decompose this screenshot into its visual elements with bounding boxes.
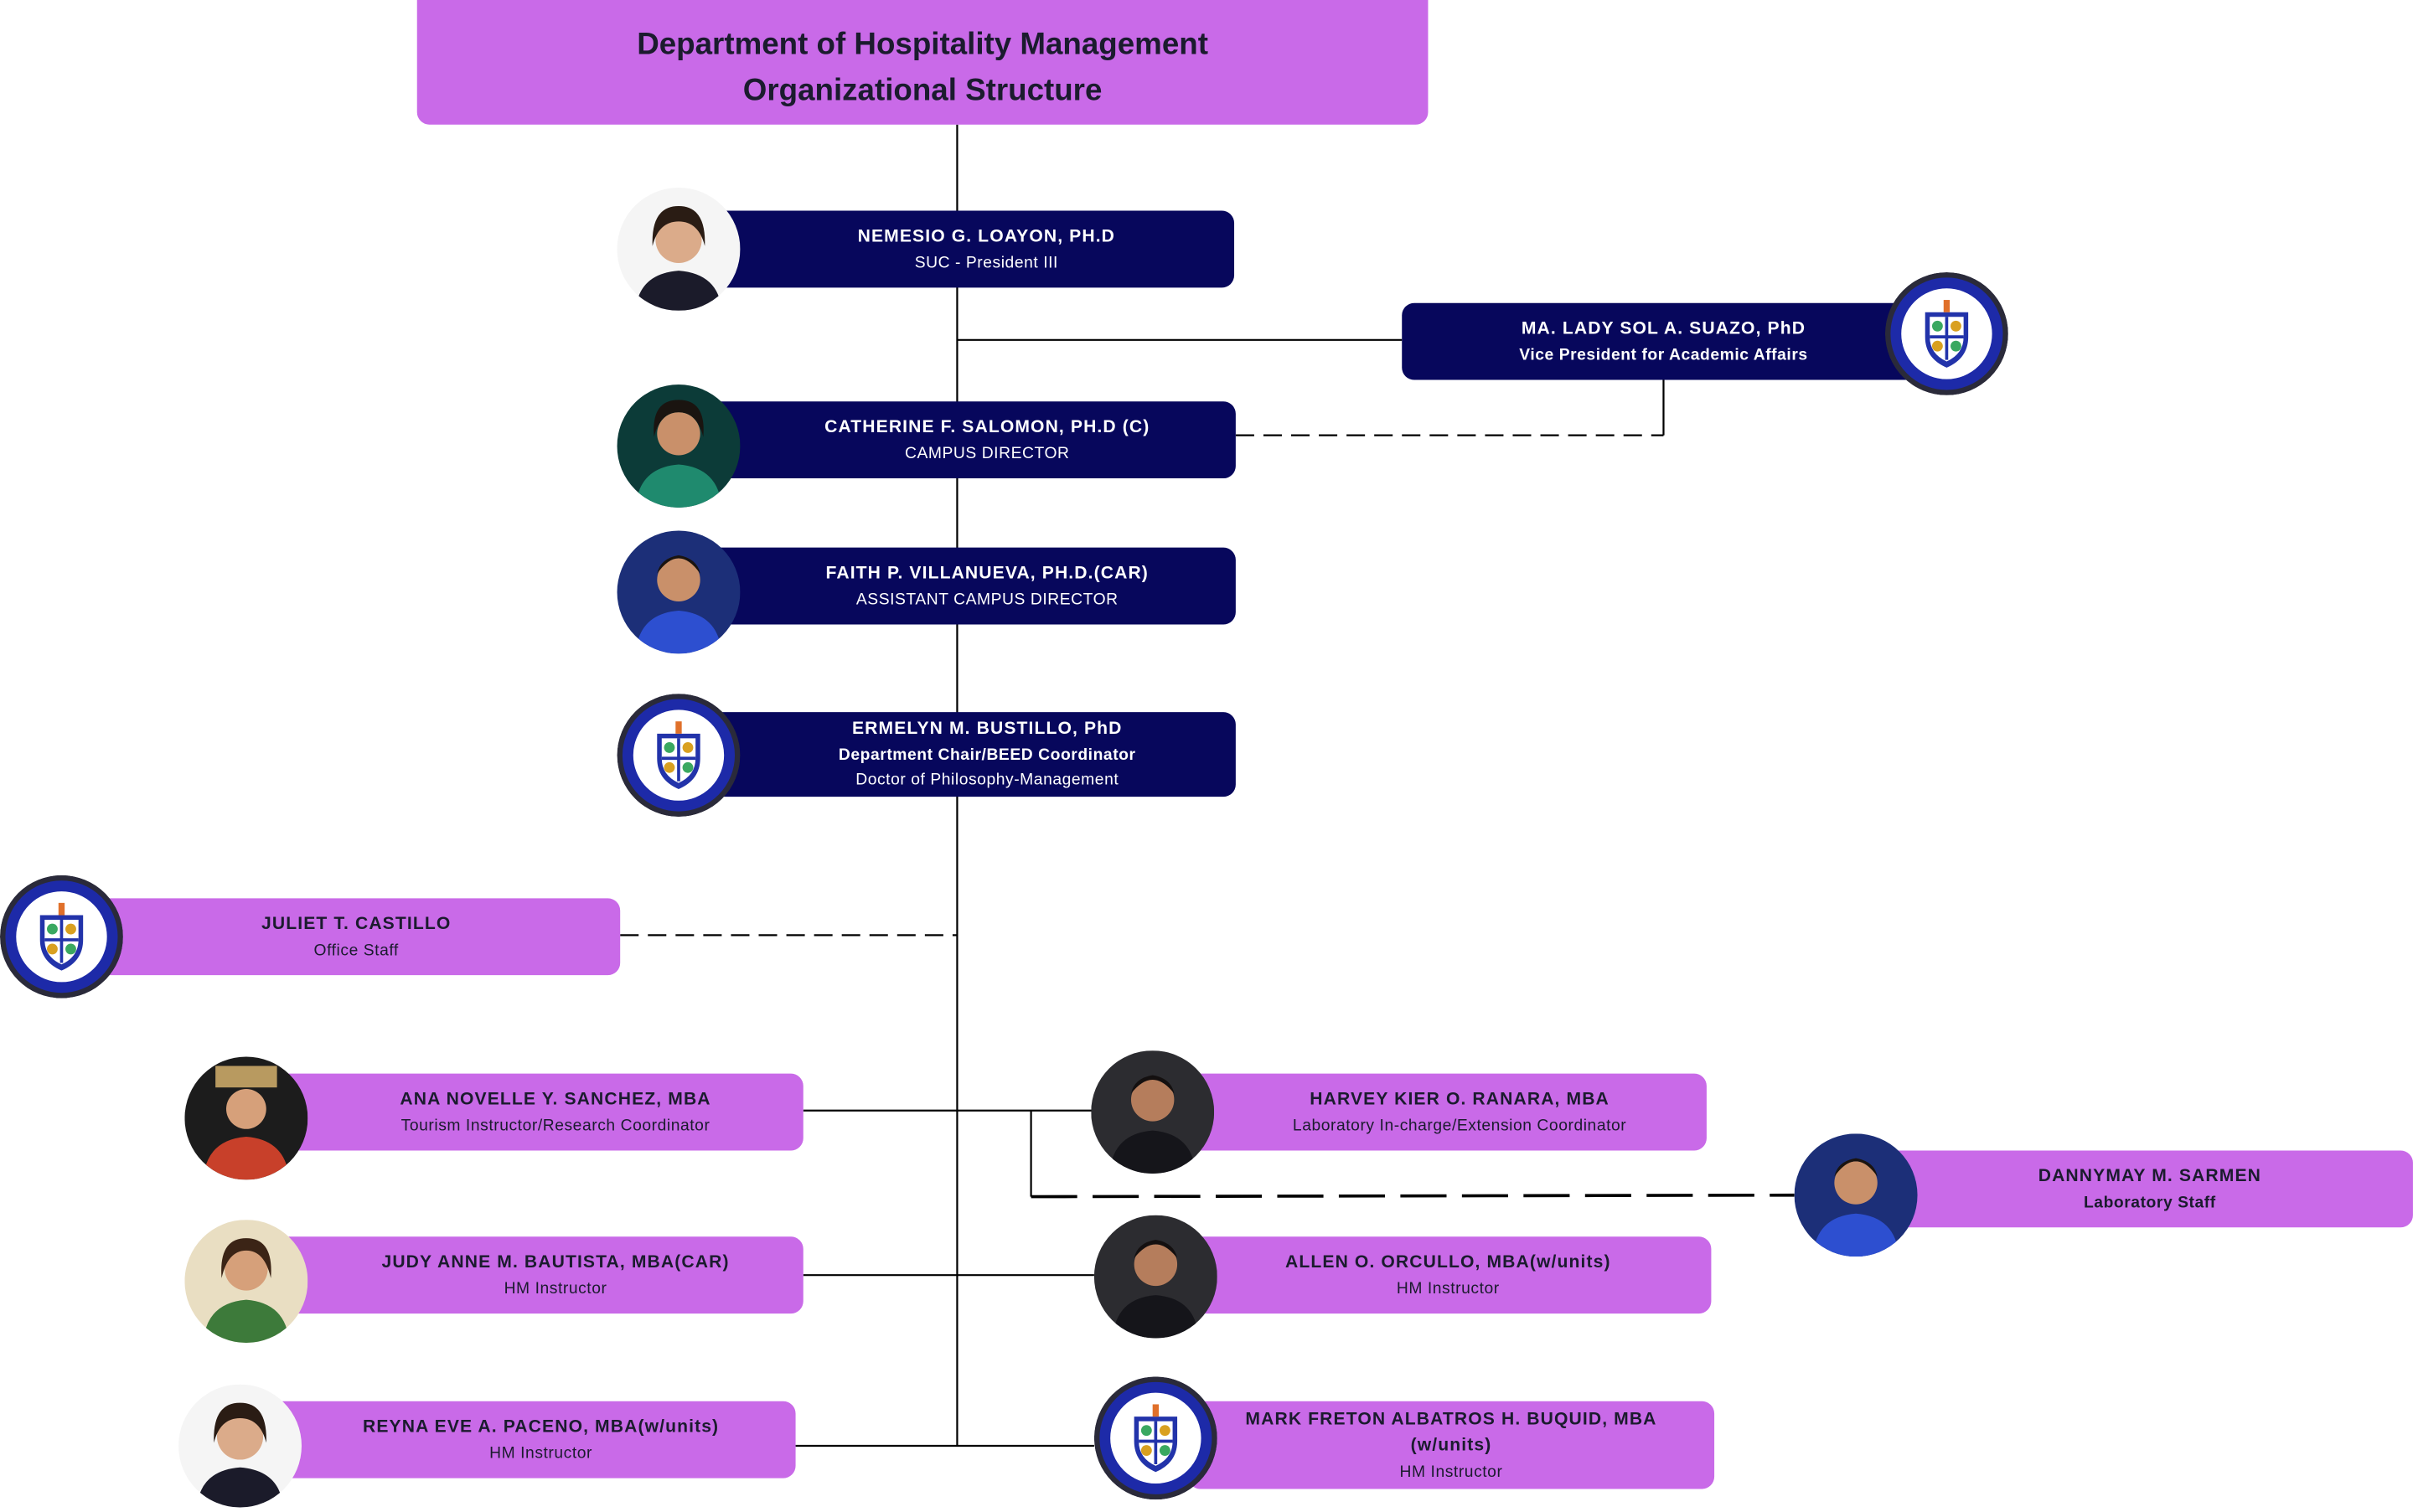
node-role: Laboratory In-charge/Extension Coordinat…: [1292, 1116, 1627, 1135]
node-role: HM Instructor: [489, 1443, 593, 1463]
node-role: Laboratory Staff: [2083, 1192, 2216, 1212]
node-role: ASSISTANT CAMPUS DIRECTOR: [855, 590, 1119, 609]
node-degree: Doctor of Philosophy-Management: [855, 770, 1119, 789]
node-name: DANNYMAY M. SARMEN: [2038, 1166, 2262, 1185]
avatar-photo: [178, 1385, 302, 1508]
node-name: JUDY ANNE M. BAUTISTA, MBA(CAR): [381, 1252, 730, 1272]
node-role: HM Instructor: [1399, 1462, 1503, 1481]
university-seal-icon: [0, 875, 123, 999]
node-name: FAITH P. VILLANUEVA, PH.D.(CAR): [825, 563, 1149, 583]
node-bautista: JUDY ANNE M. BAUTISTA, MBA(CAR) HM Instr…: [276, 1236, 803, 1314]
university-seal-icon: [1885, 272, 2008, 395]
node-sanchez: ANA NOVELLE Y. SANCHEZ, MBA Tourism Inst…: [276, 1073, 803, 1151]
university-seal-icon: [617, 694, 741, 817]
avatar-photo: [617, 530, 741, 653]
university-seal-icon: [1094, 1376, 1217, 1499]
avatar-photo: [1094, 1215, 1217, 1339]
node-president: NEMESIO G. LOAYON, PH.D SUC - President …: [707, 210, 1235, 288]
node-role: Department Chair/BEED Coordinator: [838, 746, 1136, 765]
node-role: CAMPUS DIRECTOR: [904, 443, 1070, 462]
node-vpaa: MA. LADY SOL A. SUAZO, PhD Vice Presiden…: [1402, 302, 1956, 380]
node-name: MA. LADY SOL A. SUAZO, PhD: [1521, 319, 1806, 338]
node-name: MARK FRETON ALBATROS H. BUQUID, MBA: [1245, 1409, 1657, 1428]
node-role: Office Staff: [313, 940, 399, 959]
node-campus-director: CATHERINE F. SALOMON, PH.D (C) CAMPUS DI…: [707, 401, 1236, 479]
node-role: SUC - President III: [914, 253, 1058, 272]
node-name: ALLEN O. ORCULLO, MBA(w/units): [1285, 1252, 1611, 1272]
node-name: NEMESIO G. LOAYON, PH.D: [857, 226, 1116, 245]
node-ranara: HARVEY KIER O. RANARA, MBA Laboratory In…: [1181, 1073, 1707, 1151]
node-buquid: MARK FRETON ALBATROS H. BUQUID, MBA (w/u…: [1187, 1401, 1715, 1489]
node-name: ANA NOVELLE Y. SANCHEZ, MBA: [400, 1089, 711, 1108]
title-line-1: Department of Hospitality Management: [637, 28, 1208, 62]
avatar-photo: [1091, 1050, 1214, 1174]
title-line-2: Organizational Structure: [742, 74, 1103, 108]
node-name-suffix: (w/units): [1410, 1436, 1492, 1455]
node-office-staff: JULIET T. CASTILLO Office Staff: [92, 898, 621, 976]
node-name: REYNA EVE A. PACENO, MBA(w/units): [363, 1417, 720, 1437]
chart-title: Department of Hospitality Management Org…: [416, 0, 1429, 125]
avatar-photo: [617, 384, 741, 508]
node-role: HM Instructor: [504, 1278, 607, 1298]
avatar-photo: [1795, 1133, 1918, 1257]
node-role: HM Instructor: [1396, 1278, 1500, 1298]
node-name: JULIET T. CASTILLO: [261, 914, 452, 933]
node-role: Vice President for Academic Affairs: [1519, 345, 1808, 364]
node-sarmen: DANNYMAY M. SARMEN Laboratory Staff: [1884, 1150, 2413, 1228]
node-name: HARVEY KIER O. RANARA, MBA: [1310, 1089, 1610, 1108]
node-role: Tourism Instructor/Research Coordinator: [400, 1116, 710, 1135]
node-dept-chair: ERMELYN M. BUSTILLO, PhD Department Chai…: [707, 712, 1236, 797]
node-orcullo: ALLEN O. ORCULLO, MBA(w/units) HM Instru…: [1185, 1236, 1712, 1314]
node-name: CATHERINE F. SALOMON, PH.D (C): [824, 417, 1150, 436]
avatar-photo: [617, 188, 741, 311]
avatar-photo: [184, 1220, 307, 1343]
node-paceno: REYNA EVE A. PACENO, MBA(w/units) HM Ins…: [271, 1401, 796, 1478]
avatar-photo: [184, 1056, 307, 1179]
node-name: ERMELYN M. BUSTILLO, PhD: [851, 720, 1123, 739]
node-asst-campus-director: FAITH P. VILLANUEVA, PH.D.(CAR) ASSISTAN…: [707, 547, 1236, 625]
